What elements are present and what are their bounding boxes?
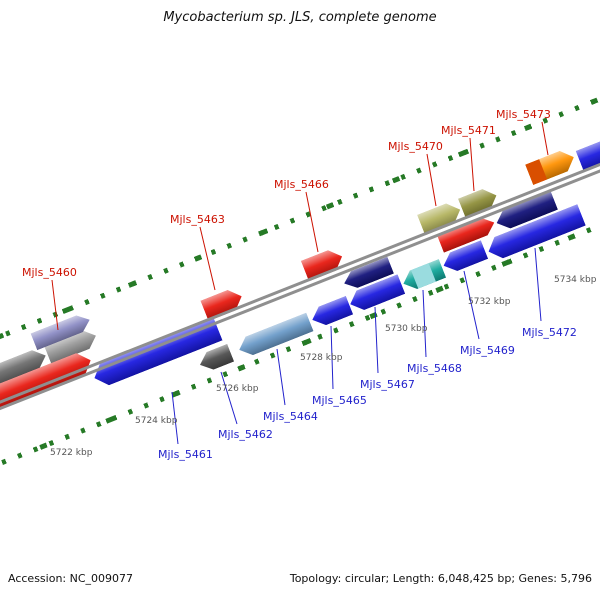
scale-label-5728: 5728 kbp — [300, 353, 343, 363]
gene-label-Mjls_5465: Mjls_5465 — [312, 394, 367, 407]
gene-label-Mjls_5461: Mjls_5461 — [158, 448, 213, 461]
gene-label-Mjls_5470: Mjls_5470 — [388, 140, 443, 153]
scale-label-5730: 5730 kbp — [385, 324, 428, 334]
gene-segment-dark — [525, 159, 547, 185]
footer-accession: Accession: NC_009077 — [8, 572, 134, 585]
scale-label-5724: 5724 kbp — [135, 416, 178, 426]
gene-label-Mjls_5473: Mjls_5473 — [496, 108, 551, 121]
gene-arrow-Mjls_5463 — [200, 286, 245, 321]
gene-arrow-Mjls_5466 — [301, 246, 346, 281]
scale-label-5732: 5732 kbp — [468, 297, 511, 307]
scale-label-5734: 5734 kbp — [554, 275, 597, 285]
gene-label-Mjls_5460: Mjls_5460 — [22, 266, 77, 279]
gene-label-Mjls_5463: Mjls_5463 — [170, 213, 225, 226]
gene-label-Mjls_5472: Mjls_5472 — [522, 326, 577, 339]
gene-arrow-Mjls_5473 — [525, 147, 578, 185]
scale-label-5726: 5726 kbp — [216, 384, 259, 394]
footer-summary: Topology: circular; Length: 6,048,425 bp… — [289, 572, 592, 585]
gene-label-Mjls_5467: Mjls_5467 — [360, 378, 415, 391]
gene-label-Mjls_5462: Mjls_5462 — [218, 428, 273, 441]
page-title: Mycobacterium sp. JLS, complete genome — [163, 10, 437, 25]
gene-label-Mjls_5471: Mjls_5471 — [441, 124, 496, 137]
gene-label-Mjls_5469: Mjls_5469 — [460, 344, 515, 357]
gene-segment-light — [411, 263, 436, 289]
gene-label-Mjls_5468: Mjls_5468 — [407, 362, 462, 375]
gene-label-Mjls_5464: Mjls_5464 — [263, 410, 318, 423]
scale-label-5722: 5722 kbp — [50, 448, 93, 458]
gene-label-Mjls_5466: Mjls_5466 — [274, 178, 329, 191]
